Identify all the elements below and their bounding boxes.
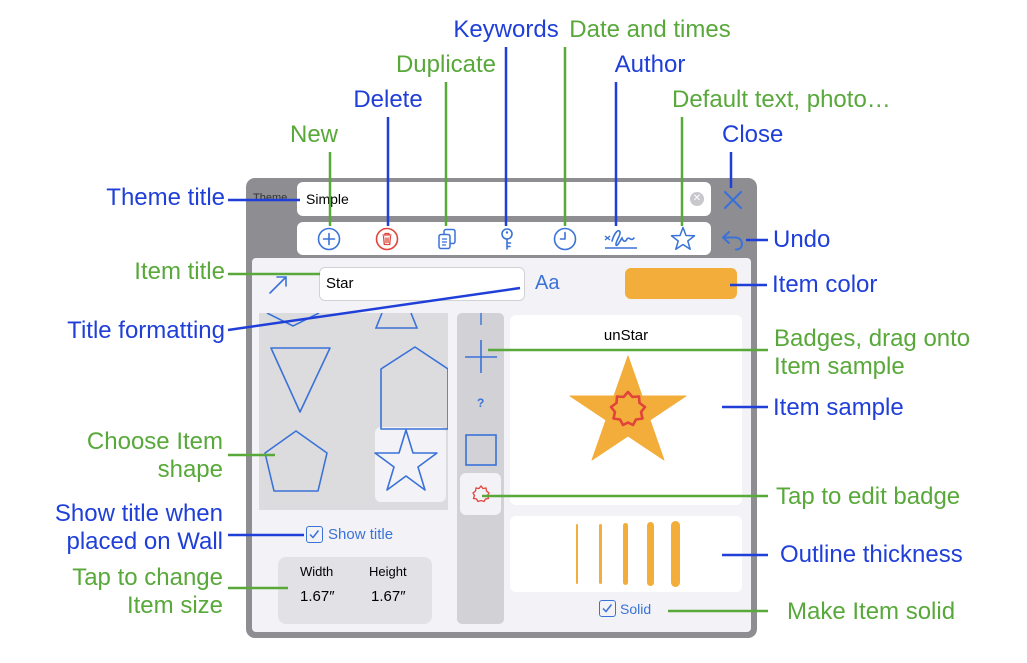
annotation-show-title-2: placed on Wall: [66, 528, 223, 555]
diagonal-arrow-icon[interactable]: [268, 273, 290, 295]
annotation-keywords: Keywords: [453, 16, 559, 43]
show-title-label[interactable]: Show title: [328, 526, 394, 543]
annotation-close: Close: [722, 121, 784, 148]
date-times-button[interactable]: [552, 226, 578, 252]
annotation-show-title-1: Show title when: [54, 500, 223, 527]
annotation-undo: Undo: [773, 226, 831, 253]
close-icon[interactable]: [722, 189, 744, 211]
annotation-tap-edit-badge: Tap to edit badge: [776, 483, 961, 510]
annotation-default-text: Default text, photo…: [672, 86, 891, 113]
annotation-make-solid: Make Item solid: [787, 598, 956, 625]
badge-question[interactable]: ?: [477, 396, 485, 410]
annotation-outline-thickness: Outline thickness: [780, 541, 963, 568]
item-size-button[interactable]: [278, 557, 432, 624]
show-title-checkbox[interactable]: [306, 526, 323, 543]
star-shape-icon: [374, 429, 438, 491]
sample-title: unStar: [603, 327, 649, 344]
triangle-shape-icon: [270, 347, 331, 413]
duplicate-button[interactable]: [434, 226, 460, 252]
solid-checkbox[interactable]: [599, 600, 616, 617]
annotation-choose-shape-1: Choose Item: [86, 428, 223, 455]
width-value: 1.67″: [300, 588, 335, 605]
seal-badge-icon[interactable]: [470, 483, 492, 505]
height-label: Height: [369, 564, 407, 579]
default-content-button[interactable]: [669, 225, 697, 253]
clear-text-icon[interactable]: ✕: [690, 192, 704, 206]
solid-label[interactable]: Solid: [620, 601, 652, 617]
checkmark-icon: [602, 604, 613, 613]
item-title-input[interactable]: Star: [326, 275, 354, 292]
thickness-options: [576, 521, 680, 587]
title-format-button[interactable]: Aa: [535, 272, 560, 294]
delete-button[interactable]: [374, 226, 400, 252]
keywords-button[interactable]: [495, 226, 519, 252]
item-color-swatch[interactable]: [625, 268, 737, 299]
height-value: 1.67″: [371, 588, 406, 605]
annotation-item-sample: Item sample: [773, 394, 904, 421]
theme-title-input[interactable]: Simple: [306, 191, 349, 207]
annotation-delete: Delete: [353, 86, 423, 113]
width-label: Width: [300, 564, 334, 579]
annotation-item-title: Item title: [134, 258, 225, 285]
annotation-choose-shape-2: shape: [157, 456, 223, 483]
annotation-tap-size-1: Tap to change: [72, 564, 223, 591]
annotation-theme-title: Theme title: [106, 184, 225, 211]
annotation-badges-1: Badges, drag onto: [774, 325, 971, 352]
pentagon-shape-icon: [264, 430, 328, 492]
author-button[interactable]: [603, 226, 641, 252]
shape-options: [264, 313, 448, 492]
selected-badge-cell[interactable]: [460, 473, 501, 515]
sample-star-shape: [569, 355, 687, 461]
annotation-title-formatting: Title formatting: [67, 317, 225, 344]
theme-title-field[interactable]: [297, 182, 711, 216]
theme-label: Theme: [253, 192, 288, 204]
checkmark-icon: [309, 530, 320, 539]
new-button[interactable]: [316, 226, 342, 252]
annotation-date-times: Date and times: [569, 16, 731, 43]
house-shape-icon: [380, 346, 448, 430]
annotation-new: New: [289, 121, 338, 148]
annotation-duplicate: Duplicate: [395, 51, 497, 78]
annotation-badges-2: Item sample: [774, 353, 905, 380]
sample-badge-icon: [609, 390, 647, 427]
annotation-author: Author: [614, 51, 686, 78]
annotation-item-color: Item color: [772, 271, 878, 298]
undo-icon[interactable]: [719, 228, 747, 252]
annotation-tap-size-2: Item size: [126, 592, 223, 619]
